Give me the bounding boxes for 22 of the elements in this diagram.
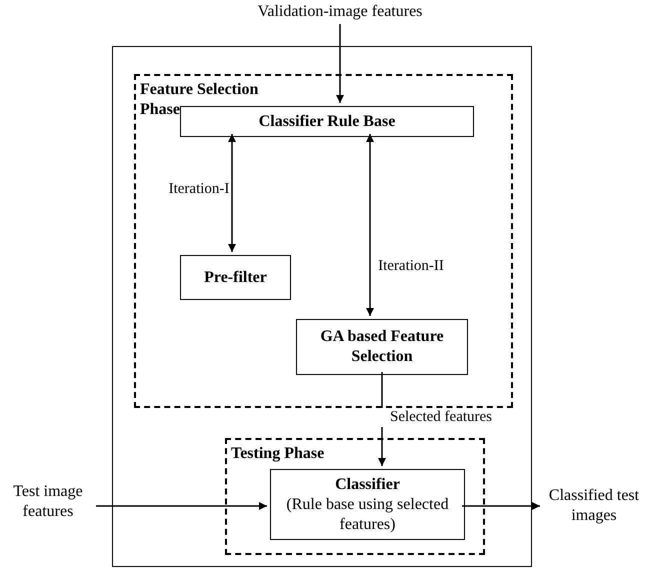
system-frame [112, 46, 532, 567]
box-title: Pre-filter [204, 268, 267, 288]
phase-heading: Testing Phase [231, 444, 326, 464]
box-text: Validation-image features [256, 2, 424, 22]
process-box [296, 319, 468, 375]
box-text: Test image features [12, 482, 84, 522]
phase-frame [225, 438, 485, 555]
process-box [270, 469, 465, 540]
arrow [96, 502, 267, 510]
box-title: GA based Feature Selection [319, 327, 445, 367]
phase-frame [134, 74, 513, 408]
process-box [180, 106, 474, 137]
box-text: (Rule base using selected features) [285, 494, 450, 534]
box-title: Classifier [335, 474, 400, 494]
phase-heading: Feature Selection Phase [140, 80, 260, 120]
process-box [180, 255, 291, 300]
arrow [462, 502, 540, 510]
arrow [228, 134, 236, 252]
arrow [336, 24, 344, 103]
box-text: Classified test images [548, 486, 640, 526]
box-title: Classifier Rule Base [258, 112, 396, 132]
arrow [366, 134, 374, 316]
